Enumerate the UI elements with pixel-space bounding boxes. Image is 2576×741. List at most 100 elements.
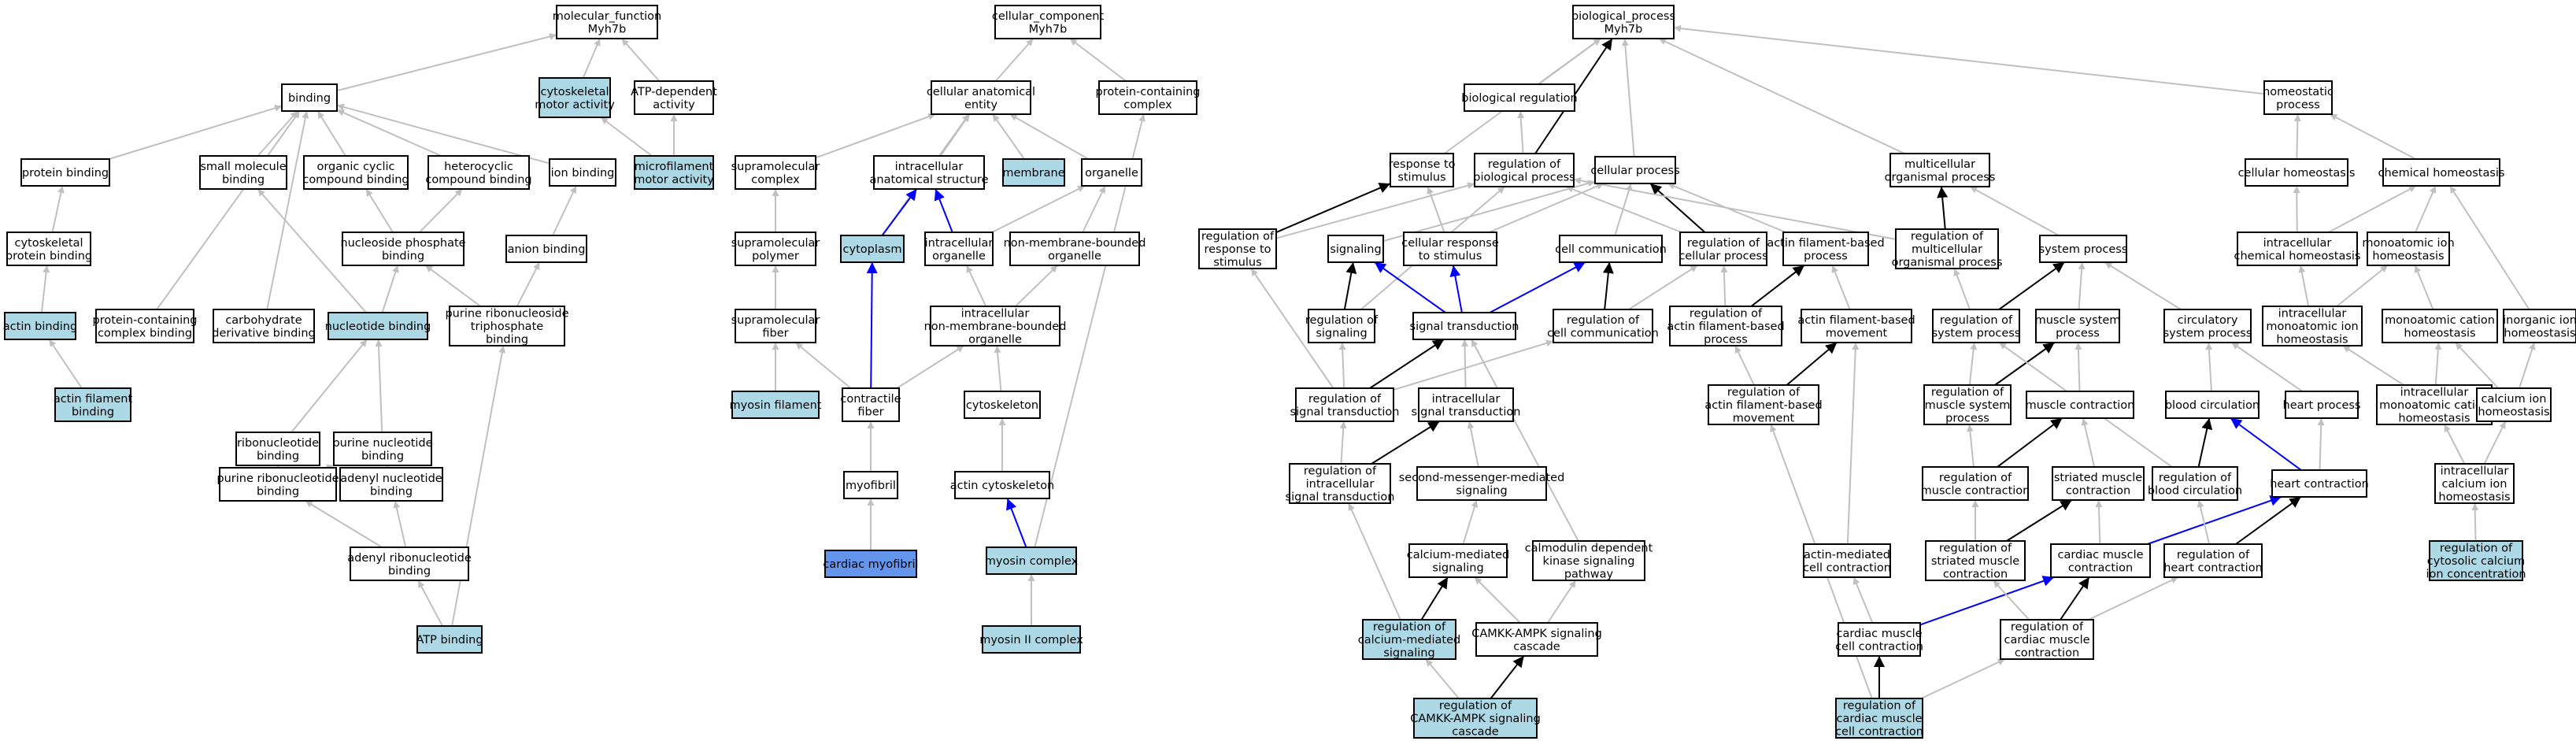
edge-regblood-to-bloodcirc [2197,417,2213,468]
node-label: calcium-mediated [1407,549,1509,561]
node-box [954,471,1050,499]
node-label: regulation of [1843,700,1916,713]
node-cardmyofib: cardiac myofibril [823,550,919,578]
node-label: muscle contraction [1921,484,2030,497]
node-box [1594,156,1676,184]
node-cytoplasm: cytoplasm [840,235,905,263]
edge-regresp-to-regbio [1275,182,1475,239]
node-label: signaling [1316,327,1367,339]
node-label: system process [1932,327,2021,339]
node-box [1081,158,1142,187]
node-box [2163,543,2263,578]
node-label: biological_process [1571,10,1675,23]
edge-ribonuc-to-nucbind [291,339,368,433]
edge-regsigtrans-to-regcellcomm [1393,339,1554,391]
node-label: system process [2163,327,2252,339]
node-label: binding [257,485,299,498]
node-label: homeostasis [2398,413,2470,425]
node-cellcomm: cell communication [1555,235,1667,263]
node-label: homeostasis [2504,327,2575,339]
node-box [2039,235,2127,263]
edge-regintrasig-to-intrasig [1371,421,1440,465]
node-cellhomeo: cellular homeostasis [2238,158,2355,187]
node-label: contractile [840,393,901,406]
node-label: binding [388,565,431,577]
node-myosin2: myosin II complex [979,625,1083,654]
node-box [964,391,1041,419]
edge-muscsys-to-sysproc [2078,261,2086,310]
node-label: microfilament [635,161,714,173]
node-cytoskeleton: cytoskeleton [964,391,1041,419]
node-label: organelle [1085,167,1138,180]
edge-protcomplexbind-to-binding [156,110,301,310]
node-label: small molecule [200,161,286,173]
node-label: supramolecular [731,161,820,173]
node-label: regulation of [1488,158,1561,171]
node-label: protein-containing [92,314,197,327]
edge-regactmove-to-actfilmove [1786,342,1838,386]
node-label: binding [382,250,424,262]
node-label: complex [751,173,800,186]
node-label: organelle [1048,250,1101,262]
node-label: nucleotide binding [325,320,431,333]
node-label: signaling [1330,243,1381,256]
edge-secondmsg-to-intrasig [1467,421,1479,468]
node-box [1098,80,1197,115]
node-label: ion binding [551,167,615,180]
edge-sigtrans-to-cellresp [1449,265,1463,313]
node-label: process [1804,250,1848,262]
edge-cellresp-to-respstim [1427,186,1445,233]
node-box [1559,235,1663,263]
edge-chemhomeo-to-homeo [2329,113,2416,160]
edge-regcell-to-regbio [1565,186,1682,233]
node-label: regulation of [2440,543,2513,555]
node-box [2052,466,2145,501]
node-box [427,155,530,190]
node-box [199,155,287,190]
edge-microfil-to-cytomotor [600,117,653,157]
node-label: intracellular [961,308,1030,320]
node-label: cell communication [1547,327,1659,339]
node-label: regulation of [1727,387,1801,399]
node-label: myosin II complex [979,634,1083,647]
node-label: heart contraction [2163,561,2263,574]
edge-signaling-to-cellproc [1382,180,1596,243]
node-label: activity [653,98,695,111]
node-label: organic cyclic [316,161,394,173]
edge-adenylribo-to-purribo [305,500,383,548]
edge-regresp-to-respstim [1275,183,1391,233]
node-label: blood circulation [2165,399,2260,412]
node-box [735,309,816,343]
node-box [1889,153,1990,187]
node-box [1782,232,1869,266]
node-label: polymer [752,250,799,262]
node-label: muscle system [1925,399,2011,412]
node-label: regulation of [1931,387,2004,399]
node-box [986,546,1077,575]
node-intranonmem: intracellularnon-membrane-boundedorganel… [924,306,1066,346]
node-label: striated muscle [1931,555,2019,568]
edge-regsigtrans-to-regresp [1250,268,1334,389]
edge-organelle-to-cellanat [1009,113,1089,160]
node-label: actin filament-based [1767,237,1884,250]
node-label: motor activity [535,98,615,111]
edge-contractile-to-suprafiber [794,342,852,389]
node-label: regulation of [1305,314,1379,327]
node-label: signal transduction [1410,320,1519,333]
edge-nucbind-to-nucphos [381,265,399,313]
edge-regmuscsys-to-regsys [1968,342,1978,386]
node-chemhomeo: chemical homeostasis [2378,158,2504,187]
